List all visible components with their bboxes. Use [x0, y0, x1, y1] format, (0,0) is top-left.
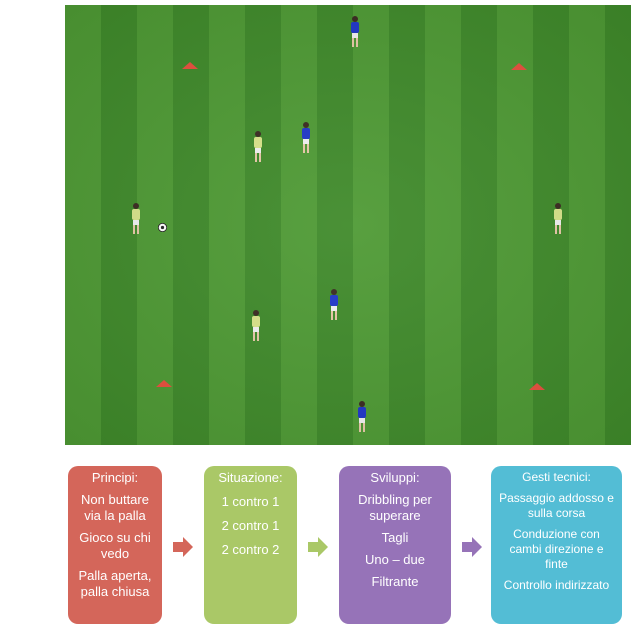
box-sviluppi-title: Sviluppi:	[370, 470, 420, 485]
box-sviluppi: Sviluppi: Dribbling per superare Tagli U…	[339, 466, 451, 624]
blue-player-top	[348, 15, 362, 49]
blue-player-lower-mid	[327, 288, 341, 322]
arrow-right-icon	[462, 537, 482, 557]
blue-player-bottom	[355, 400, 369, 434]
yellow-player-lower	[249, 309, 263, 343]
box-sviluppi-item: Tagli	[381, 530, 409, 545]
soccer-ball-icon	[157, 219, 168, 233]
yellow-player-right	[551, 202, 565, 236]
box-sviluppi-item: Uno – due	[365, 552, 425, 567]
box-situazione-item: 2 contro 1	[221, 518, 280, 533]
box-principi-title: Principi:	[91, 470, 139, 485]
box-gesti-tecnici-item: Controllo indirizzato	[503, 578, 610, 592]
box-sviluppi-item: Dribbling per superare	[358, 492, 432, 523]
box-gesti-tecnici-item: Passaggio addosso e sulla corsa	[499, 491, 614, 520]
box-gesti-tecnici-title: Gesti tecnici:	[522, 470, 591, 484]
box-sviluppi-item: Filtrante	[371, 574, 419, 589]
box-principi-item: Non buttare via la palla	[81, 492, 149, 523]
box-situazione-item: 2 contro 2	[221, 542, 280, 557]
yellow-player-with-ball	[129, 202, 143, 236]
box-situazione: Situazione: 1 contro 1 2 contro 1 2 cont…	[204, 466, 297, 624]
yellow-player-upper	[251, 130, 265, 164]
cone-bottom-right	[529, 383, 545, 390]
cone-top-left	[182, 62, 198, 69]
blue-player-upper-mid	[299, 121, 313, 155]
arrow-right-icon	[173, 537, 193, 557]
football-pitch	[65, 5, 631, 445]
box-gesti-tecnici: Gesti tecnici: Passaggio addosso e sulla…	[491, 466, 622, 624]
box-situazione-item: 1 contro 1	[221, 494, 280, 509]
cone-bottom-left	[156, 380, 172, 387]
box-principi-item: Gioco su chi vedo	[79, 530, 151, 561]
box-situazione-title: Situazione:	[218, 470, 283, 485]
box-principi-item: Palla aperta, palla chiusa	[78, 568, 152, 599]
arrow-right-icon	[308, 537, 328, 557]
cone-top-right	[511, 63, 527, 70]
box-principi: Principi: Non buttare via la palla Gioco…	[68, 466, 162, 624]
box-gesti-tecnici-item: Conduzione con cambi direzione e finte	[509, 527, 604, 571]
